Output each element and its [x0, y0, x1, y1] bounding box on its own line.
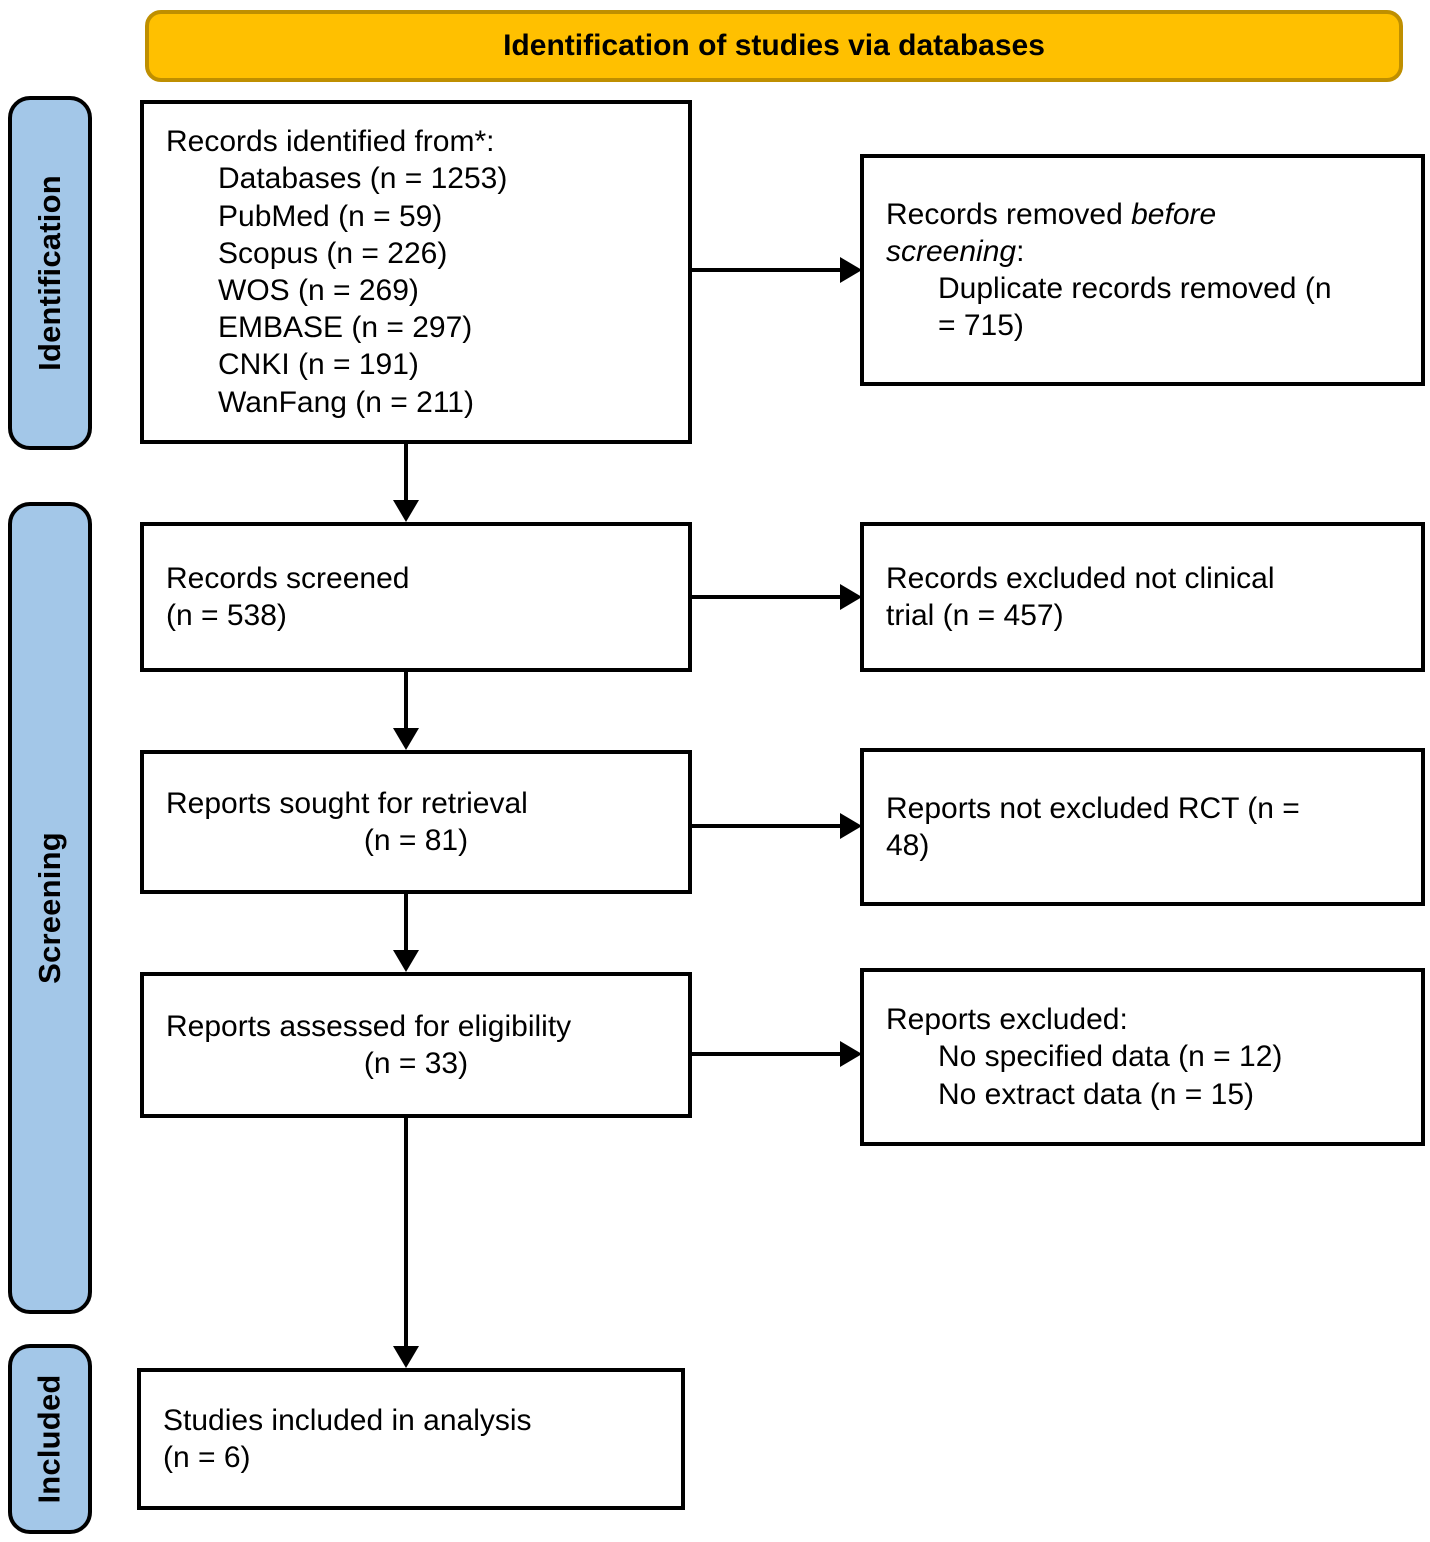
- reports-excluded-no-specified-data: No specified data (n = 12): [938, 1040, 1283, 1074]
- arrow-sought-to-assessed: [392, 894, 420, 972]
- phase-bar-identification: Identification: [8, 96, 92, 450]
- reports-sought-label: Reports sought for retrieval: [166, 786, 528, 820]
- arrow-screened-to-excluded: [690, 583, 862, 611]
- duplicate-records-removed-line1: Duplicate records removed (n: [938, 272, 1332, 305]
- records-excluded-line1: Records excluded not clinical: [886, 561, 1275, 595]
- box-records-screened: Records screened (n = 538): [140, 522, 692, 672]
- box-records-removed-before-screening: Records removed before screening: Duplic…: [860, 154, 1425, 386]
- reports-assessed-label: Reports assessed for eligibility: [166, 1009, 572, 1043]
- records-identified-wos: WOS (n = 269): [218, 274, 419, 307]
- duplicate-records-removed-line2: = 715): [938, 309, 1024, 343]
- phase-bar-screening: Screening: [8, 502, 92, 1314]
- studies-included-label: Studies included in analysis: [163, 1403, 532, 1437]
- records-identified-databases: Databases (n = 1253): [218, 162, 508, 196]
- phase-label-identification: Identification: [32, 175, 67, 371]
- arrow-assessed-to-reports-excluded: [690, 1040, 862, 1068]
- arrow-identified-to-removed: [690, 256, 862, 284]
- records-identified-pubmed: PubMed (n = 59): [218, 199, 443, 233]
- reports-excluded-no-extract-data: No extract data (n = 15): [938, 1077, 1254, 1111]
- banner-title: Identification of studies via databases: [503, 29, 1045, 62]
- box-records-identified: Records identified from*: Databases (n =…: [140, 100, 692, 444]
- reports-not-excluded-rct-line2: 48): [886, 829, 930, 862]
- records-removed-line1: Records removed before: [886, 196, 1399, 233]
- phase-bar-included: Included: [8, 1344, 92, 1534]
- records-removed-line2-post: :: [1016, 234, 1025, 268]
- records-removed-line2: screening:: [886, 233, 1399, 270]
- records-removed-line1-pre: Records removed: [886, 197, 1132, 231]
- studies-included-count: (n = 6): [163, 1441, 251, 1474]
- records-removed-line2-italic: screening: [886, 234, 1017, 268]
- arrow-sought-to-rct: [690, 812, 862, 840]
- reports-sought-count: (n = 81): [363, 824, 469, 857]
- phase-label-screening: Screening: [32, 832, 67, 984]
- records-identified-heading: Records identified from*:: [166, 125, 495, 159]
- records-screened-label: Records screened: [166, 561, 410, 595]
- records-identified-embase: EMBASE (n = 297): [218, 311, 473, 345]
- arrow-assessed-to-included: [392, 1118, 420, 1368]
- box-records-excluded-not-clinical-trial: Records excluded not clinical trial (n =…: [860, 522, 1425, 672]
- box-studies-included-in-analysis: Studies included in analysis (n = 6): [137, 1368, 685, 1510]
- box-reports-excluded: Reports excluded: No specified data (n =…: [860, 968, 1425, 1146]
- reports-assessed-count: (n = 33): [363, 1047, 469, 1080]
- records-removed-line1-italic: before: [1131, 197, 1217, 231]
- box-reports-not-excluded-rct: Reports not excluded RCT (n = 48): [860, 748, 1425, 906]
- records-screened-count: (n = 538): [166, 599, 287, 632]
- reports-excluded-heading: Reports excluded:: [886, 1003, 1128, 1037]
- records-excluded-line2: trial (n = 457): [886, 599, 1064, 632]
- records-identified-cnki: CNKI (n = 191): [218, 348, 419, 382]
- box-reports-sought-for-retrieval: Reports sought for retrieval (n = 81): [140, 750, 692, 894]
- reports-not-excluded-rct-line1: Reports not excluded RCT (n =: [886, 791, 1300, 825]
- banner-identification-via-databases: Identification of studies via databases: [145, 10, 1403, 82]
- phase-label-included: Included: [32, 1374, 67, 1504]
- box-reports-assessed-for-eligibility: Reports assessed for eligibility (n = 33…: [140, 972, 692, 1118]
- arrow-screened-to-sought: [392, 672, 420, 750]
- records-identified-wanfang: WanFang (n = 211): [218, 385, 474, 419]
- arrow-identified-to-screened: [392, 444, 420, 522]
- records-identified-scopus: Scopus (n = 226): [218, 236, 448, 270]
